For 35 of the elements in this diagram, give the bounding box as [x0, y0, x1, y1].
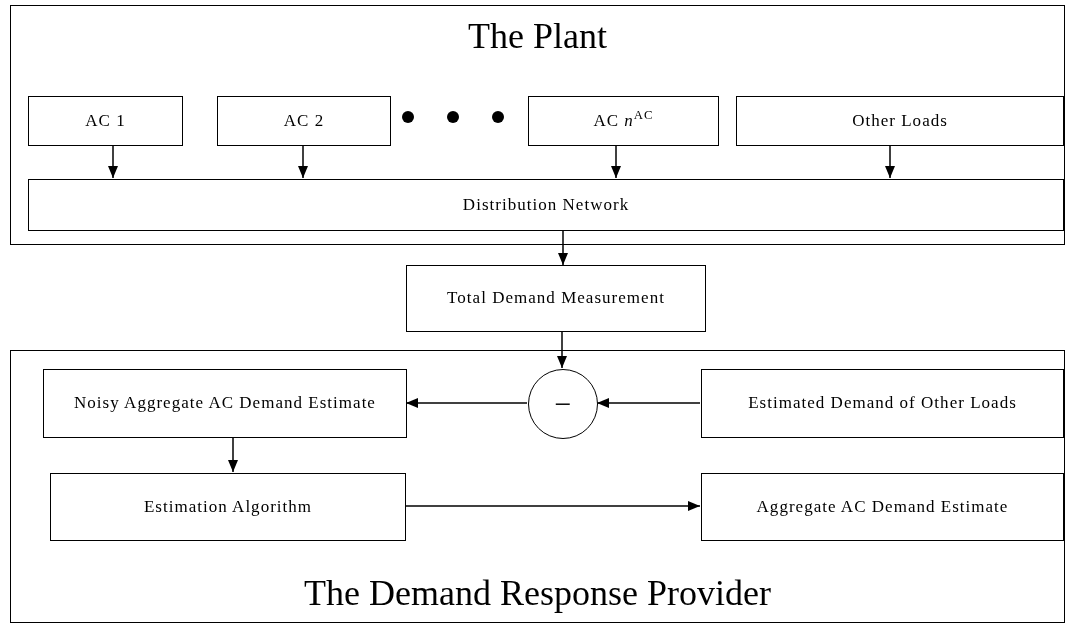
arrow — [404, 501, 701, 511]
arrow — [596, 398, 701, 408]
box-label: AC 2 — [283, 109, 325, 132]
box-label: Other Loads — [852, 109, 948, 132]
box-label: Total Demand Measurement — [447, 287, 665, 310]
box-label: AC n$^{AC}$ — [593, 109, 654, 132]
arrow — [557, 331, 567, 369]
arrow — [558, 229, 568, 266]
process-box — [701, 369, 1064, 438]
box-label: Estimation Algorithm — [143, 495, 313, 518]
process-box — [28, 179, 1064, 231]
arrow — [108, 144, 118, 179]
process-box — [736, 96, 1064, 146]
process-box — [50, 473, 406, 541]
box-label: AC 1 — [85, 109, 126, 132]
box-label: Estimated Demand of Other Loads — [748, 392, 1017, 415]
arrow — [885, 144, 895, 179]
region-panel — [10, 5, 1065, 245]
process-box — [406, 265, 706, 332]
process-box — [28, 96, 183, 146]
arrow — [228, 436, 238, 473]
box-label: Aggregate AC Demand Estimate — [756, 495, 1009, 518]
region-panel — [10, 350, 1065, 623]
process-box — [528, 96, 719, 146]
arrow — [298, 144, 308, 179]
arrow — [611, 144, 621, 179]
region-title: The Demand Response Provider — [303, 572, 772, 615]
region-title: The Plant — [467, 15, 608, 58]
process-box — [701, 473, 1064, 541]
minus-sign: − — [554, 389, 572, 419]
arrow — [405, 398, 528, 408]
process-box — [43, 369, 407, 438]
box-label: Distribution Network — [462, 193, 630, 216]
process-box — [217, 96, 391, 146]
box-label: Noisy Aggregate AC Demand Estimate — [74, 392, 376, 415]
